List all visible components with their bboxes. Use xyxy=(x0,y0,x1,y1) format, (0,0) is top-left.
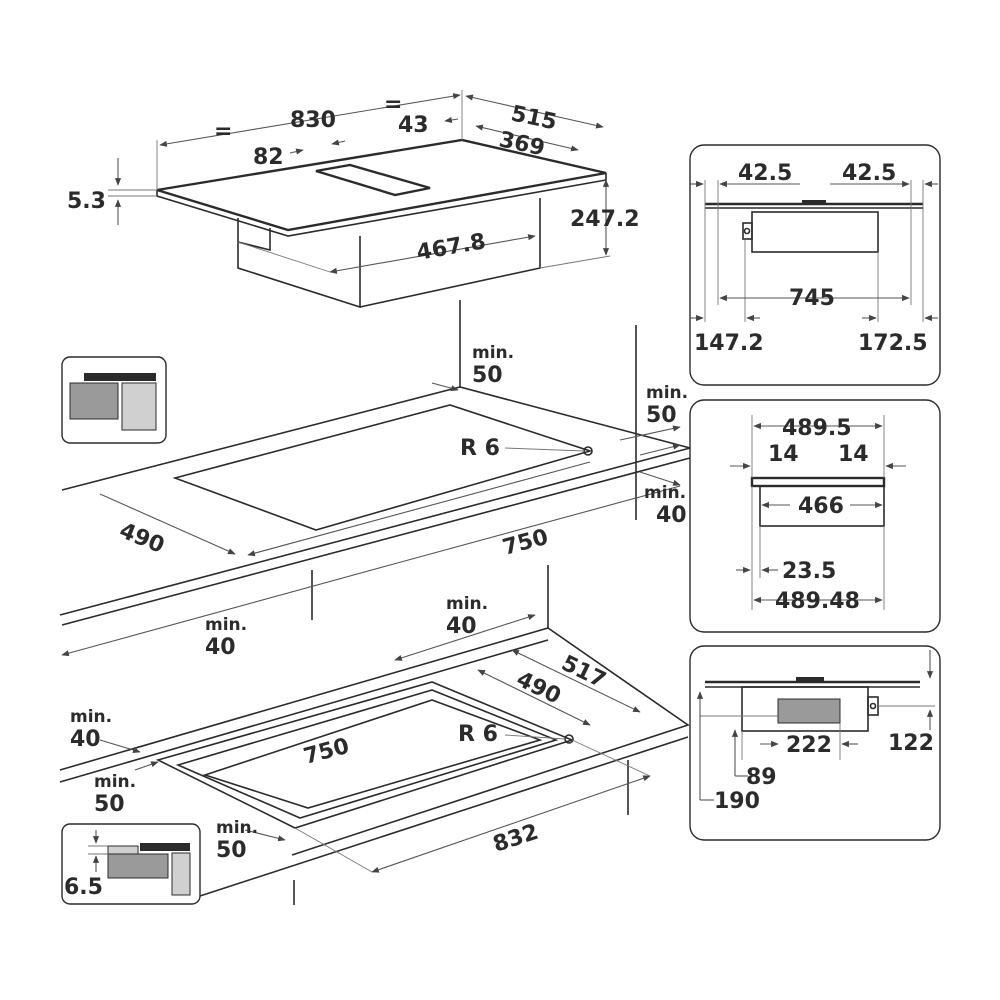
panel1-left-147-2: 147.2 xyxy=(694,331,764,356)
equal-left-label: = xyxy=(214,119,232,144)
panel2-outer-489-5: 489.5 xyxy=(782,416,852,441)
thickness-5-3-label: 5.3 xyxy=(67,189,106,214)
panel1-left-42-5: 42.5 xyxy=(738,161,792,186)
panel3-height-190: 190 xyxy=(714,789,760,814)
width-830-label: 830 xyxy=(290,108,336,133)
right-panel-1: 42.5 42.5 745 147.2 172.5 xyxy=(689,144,941,386)
cutout-2-min-back-val: 40 xyxy=(446,614,477,639)
panel1-right-172-5: 172.5 xyxy=(858,331,928,356)
box-fan xyxy=(237,228,271,252)
cutout-1-rect xyxy=(172,404,593,531)
cutout-1-min-back-val: 50 xyxy=(472,363,503,388)
rebate-6-5-label: 6.5 xyxy=(64,875,103,900)
panel2-box-466: 466 xyxy=(798,494,844,519)
cutout-1-min-right: min. xyxy=(646,383,688,403)
panel3-width-222: 222 xyxy=(786,733,832,758)
cutout-1-min-front: min. xyxy=(205,615,247,635)
flush-mount-icon xyxy=(61,356,167,444)
vent-43-label: 43 xyxy=(398,113,429,138)
cutout-1-min-side: min. xyxy=(644,483,686,503)
cutout-1-radius: R 6 xyxy=(460,436,500,461)
cutout-2-hole xyxy=(202,699,543,809)
panel2-left-14: 14 xyxy=(768,442,799,467)
cutout-2-rebate xyxy=(155,681,575,829)
panel2-right-14: 14 xyxy=(838,442,869,467)
cutout-1-width-750: 750 xyxy=(500,525,551,561)
depth-369-label: 369 xyxy=(497,127,547,161)
cutout-1-view: min. 50 min. 50 min. 40 min. 40 R 6 490 … xyxy=(59,300,694,660)
cutout-2-min-front-val: 50 xyxy=(216,838,247,863)
cutout-2-outer-width-832: 832 xyxy=(490,820,541,858)
equal-right-label: = xyxy=(384,92,402,117)
worktop-2-back-edge xyxy=(59,639,549,783)
cutout-2-min-left: min. xyxy=(70,707,112,727)
panel1-right-42-5: 42.5 xyxy=(842,161,896,186)
cutout-2-min-front: min. xyxy=(216,818,258,838)
cutout-2-outer-depth-517: 517 xyxy=(557,651,609,694)
cutout-1-min-side-val: 40 xyxy=(656,503,687,528)
cutout-2-radius: R 6 xyxy=(458,722,498,747)
cutout-2-width-750: 750 xyxy=(301,734,352,770)
cutout-2-min-left-val: 40 xyxy=(70,727,101,752)
vent-slot xyxy=(315,163,431,197)
box-left xyxy=(237,218,361,309)
cutout-2-min-front-left-val: 50 xyxy=(94,792,125,817)
right-panel-2: 489.5 14 14 466 23.5 489.48 xyxy=(689,399,941,633)
hob-glass-edge xyxy=(156,173,607,237)
worktop-1-front xyxy=(61,457,691,626)
panel3-height-89: 89 xyxy=(746,765,777,790)
cutout-2-view: min. 40 min. 40 min. 50 min. 50 R 6 517 … xyxy=(59,565,690,905)
cutout-1-min-right-val: 50 xyxy=(646,403,677,428)
cutout-1-depth-490: 490 xyxy=(116,518,168,558)
panel1-span-745: 745 xyxy=(789,286,835,311)
panel3-height-122: 122 xyxy=(888,731,934,756)
cutout-1-min-front-val: 40 xyxy=(205,635,236,660)
panel2-offset-23-5: 23.5 xyxy=(782,559,836,584)
worktop-2-top xyxy=(59,627,690,856)
worktop-1-top xyxy=(59,386,694,616)
panel2-total-489-48: 489.48 xyxy=(775,589,860,614)
height-247-2-label: 247.2 xyxy=(570,207,640,232)
cutout-2-inner xyxy=(175,689,559,819)
cutout-2-min-front-left: min. xyxy=(94,772,136,792)
hob-3d-view: = = 830 515 43 369 82 5.3 247.2 467.8 xyxy=(67,90,640,309)
rebate-icon: 6.5 xyxy=(61,823,201,905)
box-width-467-8-label: 467.8 xyxy=(415,229,488,266)
cutout-2-min-back: min. xyxy=(446,594,488,614)
right-panel-3: 222 122 89 190 xyxy=(689,645,941,841)
cutout-2-depth-490: 490 xyxy=(512,667,564,710)
cutout-1-min-back: min. xyxy=(472,343,514,363)
vent-offset-82-label: 82 xyxy=(253,145,284,170)
